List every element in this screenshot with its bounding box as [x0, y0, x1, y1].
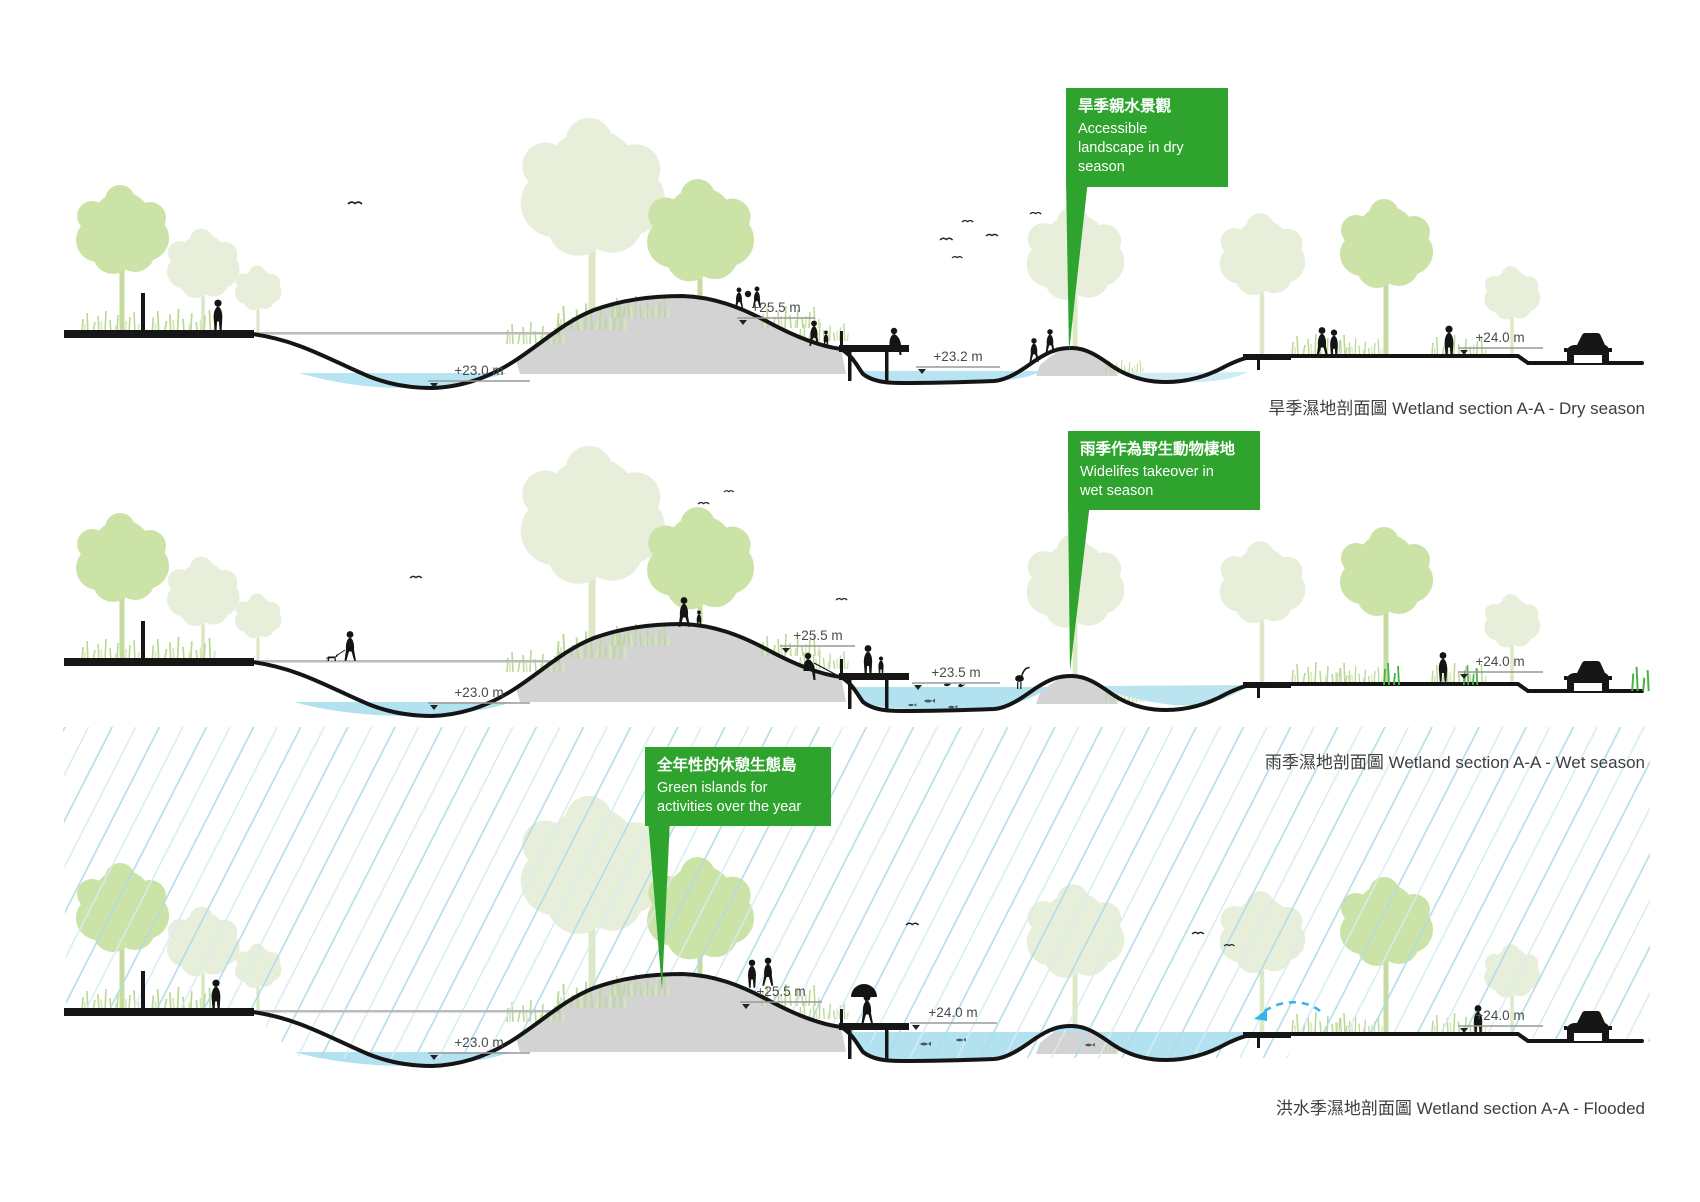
fishing-rod	[813, 662, 847, 681]
elevation-label: +25.5 m	[756, 984, 805, 999]
elevation-marker: +24.0 m	[1458, 1008, 1543, 1033]
callout-title: 旱季親水景觀	[1078, 98, 1172, 115]
elevation-marker: +23.5 m	[912, 665, 1000, 690]
callout-title: 雨季作為野生動物棲地	[1080, 441, 1236, 458]
bird-icon	[961, 219, 974, 223]
person-icon	[1045, 329, 1055, 353]
callout-pointer	[648, 819, 670, 990]
elevation-marker: +25.5 m	[780, 628, 855, 653]
callout-green-island: 全年性的休憩生態島 Green islands for activities o…	[645, 747, 831, 827]
person-icon	[344, 631, 356, 661]
section-wet-diagram: +23.0 m +25.5 m +23.5 m +24.0 m	[64, 446, 1650, 716]
elevation-label: +24.0 m	[928, 1005, 977, 1020]
grass-tuft	[1631, 665, 1650, 692]
bird-icon	[835, 597, 848, 601]
elevation-marker: +25.5 m	[737, 300, 815, 325]
person-icon	[1029, 338, 1039, 362]
callout-body: Green islands for activities over the ye…	[657, 779, 802, 816]
section-title-flooded: 洪水季濕地剖面圖 Wetland section A-A - Flooded	[1275, 1099, 1645, 1118]
bird-icon	[951, 255, 964, 259]
bird-icon	[985, 233, 999, 237]
elevation-marker: +23.2 m	[916, 349, 1000, 374]
umbrella-icon	[851, 984, 877, 997]
bird-icon	[697, 501, 710, 505]
section-flooded-diagram: +23.0 m +25.5 m +24.0 m +24.0 m	[63, 727, 1650, 1066]
callout-pointer	[1066, 180, 1088, 352]
bird-icon	[939, 237, 954, 241]
elevation-label: +23.0 m	[454, 685, 503, 700]
person-icon	[1444, 325, 1454, 357]
elevation-marker: +23.0 m	[428, 363, 530, 388]
rain-hatch-overlay	[63, 727, 1650, 1058]
bird-icon	[409, 575, 423, 579]
callout-body: Widelifes takeover in wet season	[1080, 463, 1214, 500]
callout-wet-season: 雨季作為野生動物棲地 Widelifes takeover in wet sea…	[1068, 431, 1260, 511]
elevation-label: +24.0 m	[1475, 330, 1524, 345]
callout-body: Accessible landscape in dry season	[1078, 120, 1184, 176]
bird-icon	[723, 490, 735, 493]
person-icon	[213, 299, 223, 331]
water-mid-basin	[854, 687, 1049, 710]
elevation-marker: +24.0 m	[1458, 330, 1543, 355]
callout-title: 全年性的休憩生態島	[657, 757, 797, 774]
callout-dry-season: 旱季親水景觀 Accessible landscape in dry seaso…	[1066, 88, 1228, 187]
heron-icon	[1014, 666, 1031, 690]
person-icon	[878, 656, 884, 675]
elevation-label: +25.5 m	[751, 300, 800, 315]
elevation-marker: +23.0 m	[428, 1035, 530, 1060]
elevation-label: +23.0 m	[454, 1035, 503, 1050]
callout-pointer	[1068, 503, 1090, 671]
bird-icon	[1029, 211, 1042, 215]
elevation-label: +23.2 m	[933, 349, 982, 364]
ball-icon	[744, 290, 752, 298]
water-right-basin	[1126, 372, 1248, 383]
section-title-wet: 雨季濕地剖面圖 Wetland section A-A - Wet season	[1264, 753, 1645, 772]
section-dry-diagram: +23.0 m +25.5 m +23.2 m +24.0 m	[64, 118, 1642, 388]
person-icon	[1316, 327, 1328, 357]
terrain-layer	[64, 621, 1642, 716]
section-title-dry: 旱季濕地剖面圖 Wetland section A-A - Dry season	[1268, 399, 1645, 418]
person-icon	[863, 645, 873, 675]
person-icon	[1330, 329, 1338, 357]
terrain-layer	[64, 293, 1642, 388]
bird-icon	[347, 201, 363, 205]
elevation-label: +23.5 m	[931, 665, 980, 680]
elevation-marker: +23.0 m	[428, 685, 530, 710]
elevation-label: +24.0 m	[1475, 654, 1524, 669]
elevation-marker: +24.0 m	[910, 1005, 997, 1030]
duck-icon	[958, 683, 966, 688]
elevation-label: +24.0 m	[1475, 1008, 1524, 1023]
elevation-label: +23.0 m	[454, 363, 503, 378]
elevation-marker: +24.0 m	[1458, 654, 1543, 679]
person-icon	[735, 287, 744, 309]
elevation-marker: +25.5 m	[740, 984, 822, 1009]
elevation-label: +25.5 m	[793, 628, 842, 643]
overflow-arrow-icon	[1254, 1000, 1321, 1021]
